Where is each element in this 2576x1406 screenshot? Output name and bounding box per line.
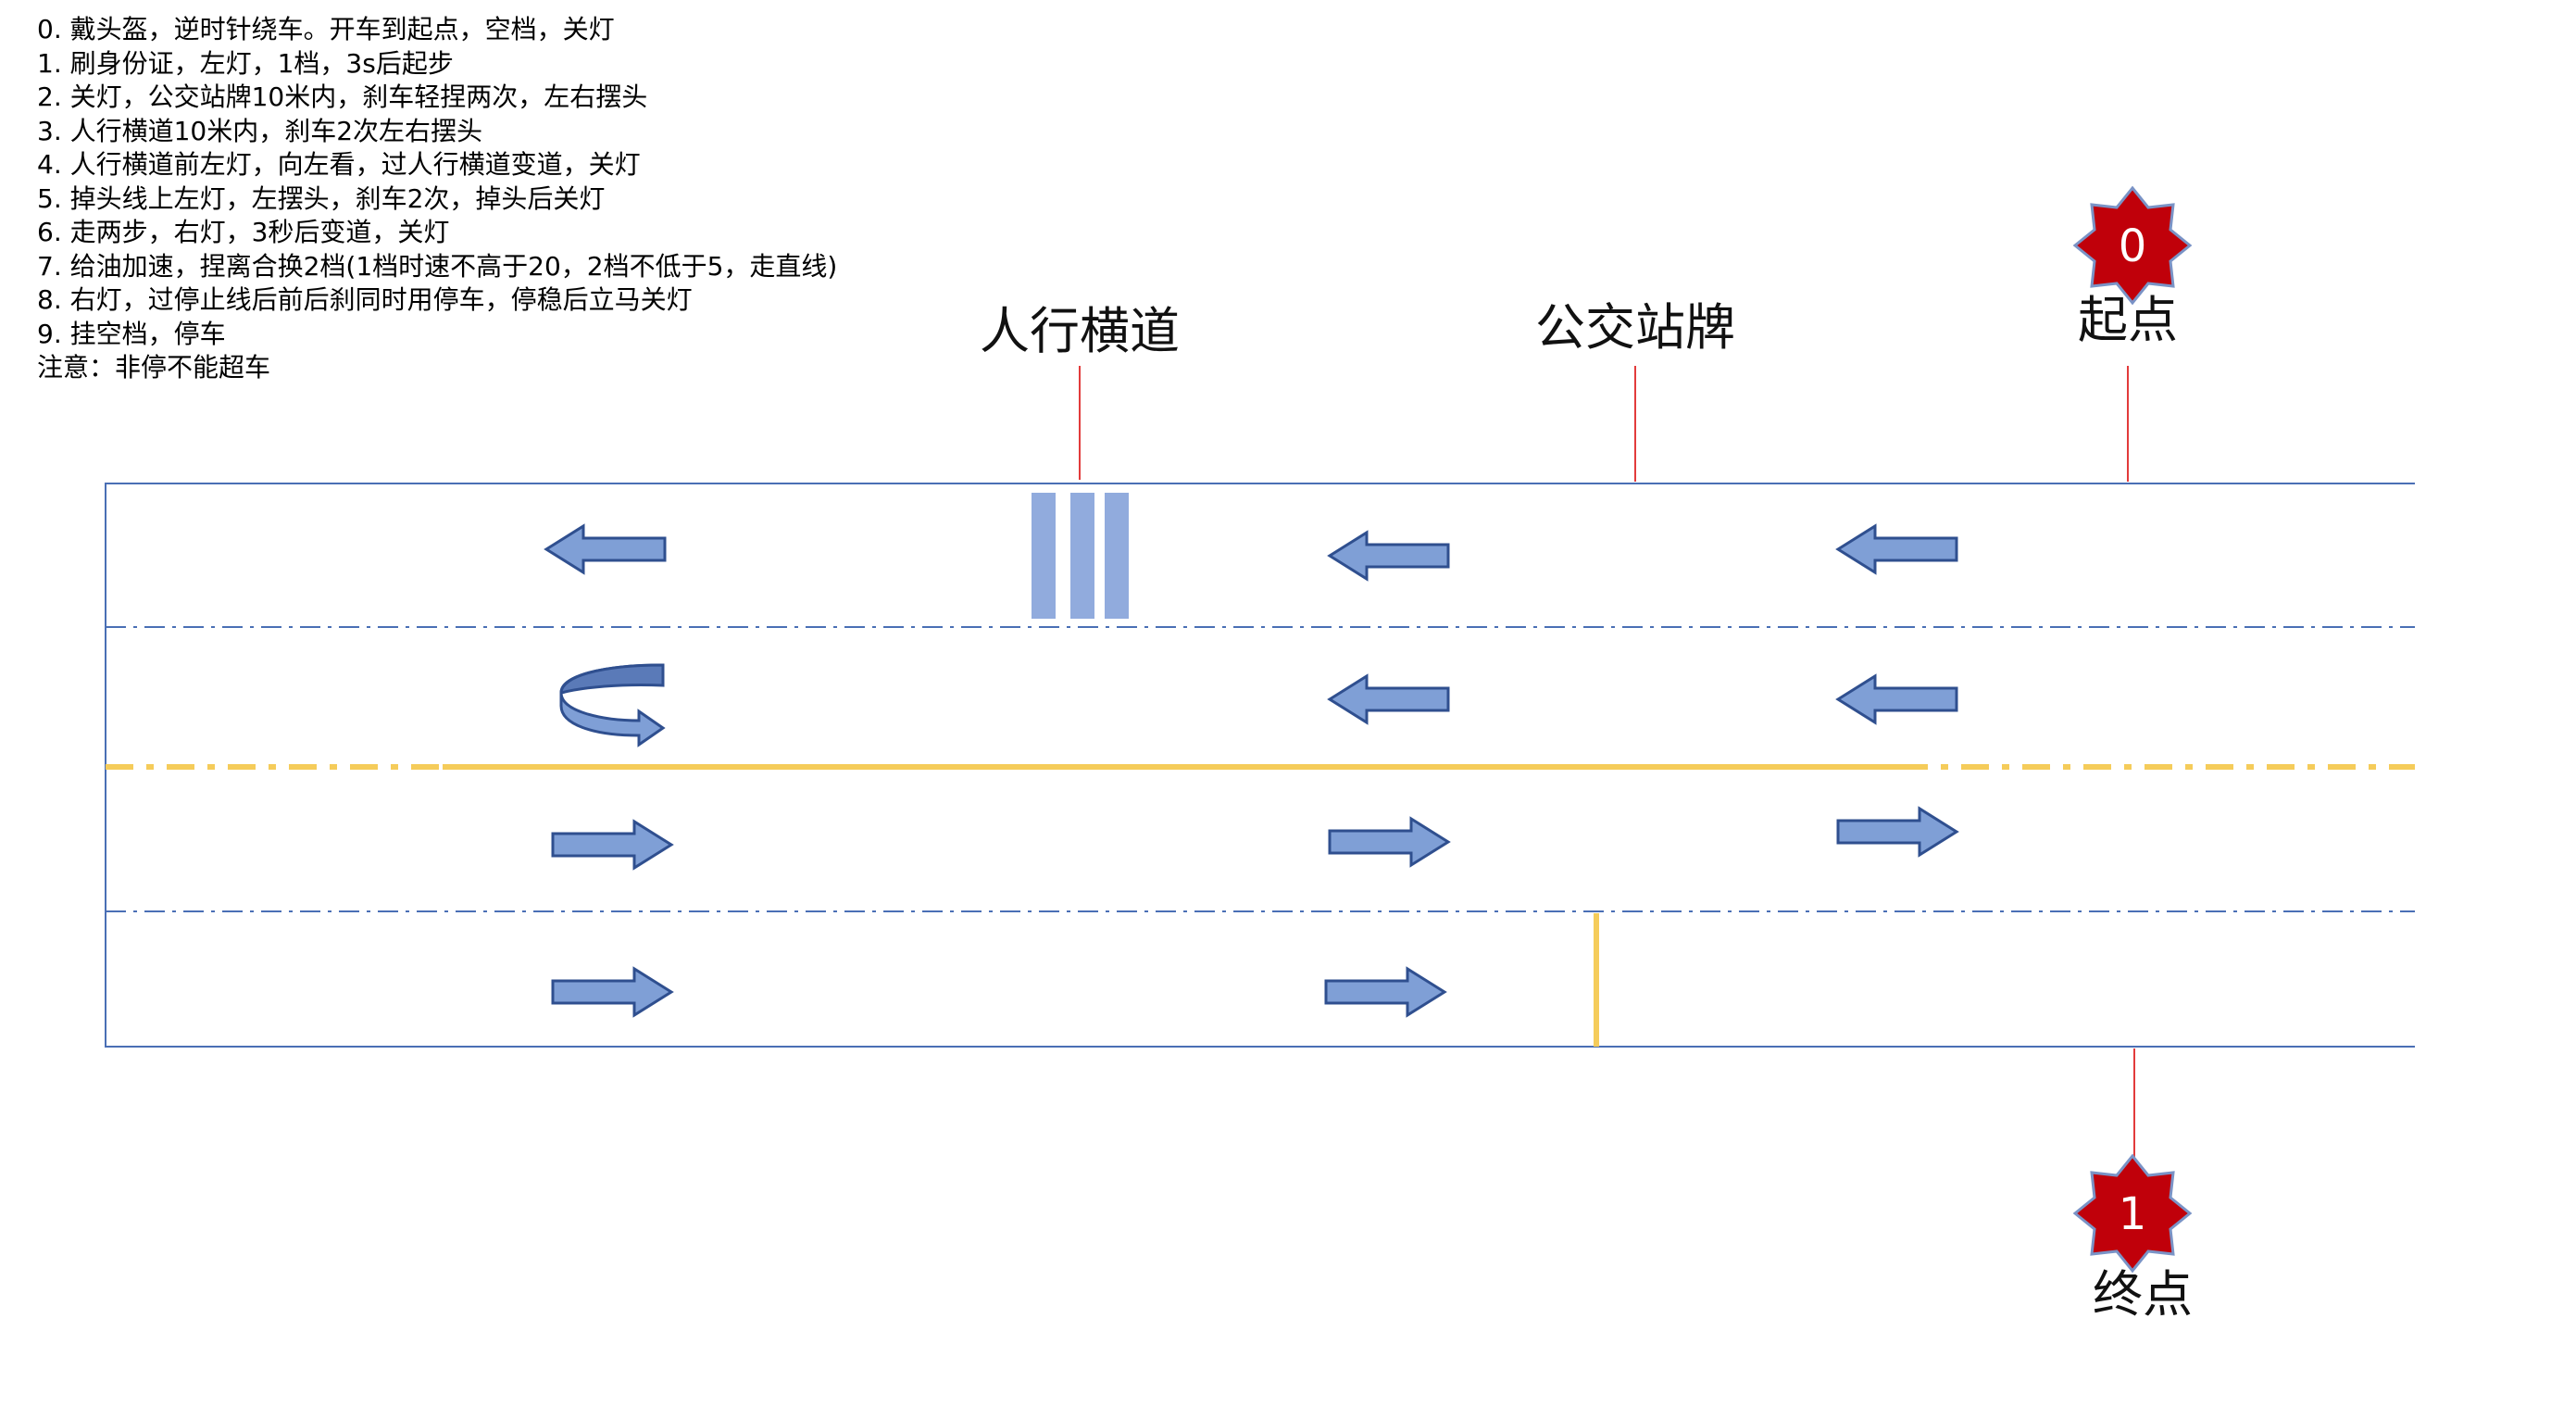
instruction-step-1: 1. 刷身份证，左灯，1档，3s后起步 [37,47,454,79]
arrow-right [1328,817,1450,867]
arrow-left [1328,531,1450,581]
instruction-step-6: 6. 走两步，右灯，3秒后变道，关灯 [37,217,450,247]
instruction-step-9: 9. 挂空档，停车 [37,318,226,349]
arrow-right [551,967,673,1017]
instruction-step-3: 3. 人行横道10米内，刹车2次左右摆头 [37,115,483,146]
instruction-step-5: 5. 掉头线上左灯，左摆头，刹车2次，掉头后关灯 [37,182,606,214]
instruction-step-4: 4. 人行横道前左灯，向左看，过人行横道变道，关灯 [37,149,641,180]
arrow-left [1328,674,1450,724]
arrow-left [544,524,667,574]
instruction-step-2: 2. 关灯，公交站牌10米内，刹车轻捏两次，左右摆头 [37,82,648,112]
instruction-step-7: 7. 给油加速，捏离合换2档(1档时速不高于20，2档不低于5，走直线) [37,250,838,282]
end-badge-number: 1 [2119,1188,2147,1240]
end-label: 终点 [2093,1265,2193,1324]
end-badge: 1 [2073,1154,2192,1273]
arrow-right [1836,807,1958,857]
crosswalk-label: 人行横道 [980,302,1180,360]
instruction-step-0: 0. 戴头盔，逆时针绕车。开车到起点，空档，关灯 [37,14,615,44]
instruction-list: 0. 戴头盔，逆时针绕车。开车到起点，空档，关灯 1. 刷身份证，左灯，1档，3… [37,13,837,385]
crosswalk-stripe [1070,493,1094,619]
arrow-left [1836,674,1958,724]
start-badge-number: 0 [2119,220,2147,272]
instruction-step-8: 8. 右灯，过停止线后前后刹同时用停车，停稳后立马关灯 [37,284,693,315]
start-badge: 0 [2073,186,2192,305]
crosswalk-stripe [1105,493,1129,619]
start-label: 起点 [2078,291,2178,349]
crosswalk-stripe [1032,493,1056,619]
u-turn-arrow [559,663,666,747]
bus-stop-label: 公交站牌 [1535,298,1735,357]
arrow-left [1836,524,1958,574]
crosswalk [1032,493,1129,619]
arrow-right [1324,967,1446,1017]
instruction-note: 注意：非停不能超车 [37,352,271,383]
arrow-right [551,820,673,870]
